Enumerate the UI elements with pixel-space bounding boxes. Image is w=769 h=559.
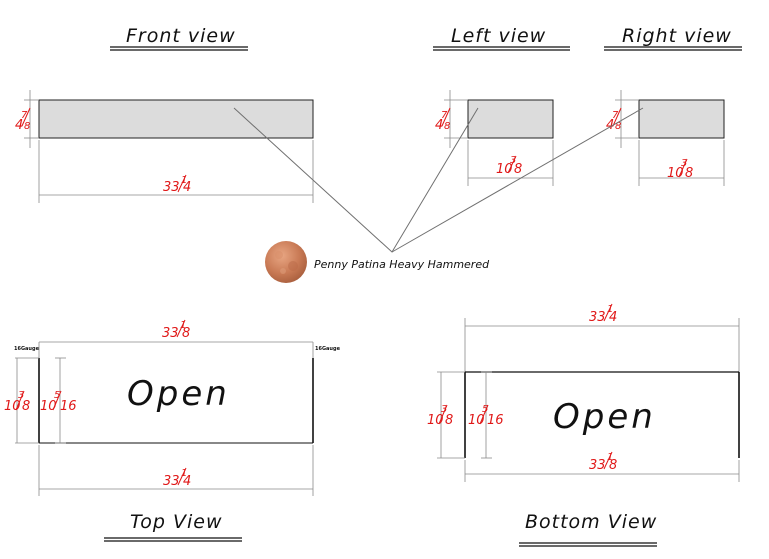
svg-text:4: 4 xyxy=(15,118,23,133)
bottom-view-title: Bottom View xyxy=(519,511,657,547)
right-width-dimension: 10 3 8 xyxy=(667,158,693,181)
left-panel xyxy=(467,99,554,139)
left-view: 7 4 8 10 3 8 xyxy=(435,90,554,186)
bottom-view: 33 1 4 10 3 8 10 5 16 Open xyxy=(427,303,740,482)
svg-text:10: 10 xyxy=(40,399,57,414)
svg-text:10: 10 xyxy=(4,399,21,414)
svg-text:10: 10 xyxy=(667,166,684,181)
svg-text:4: 4 xyxy=(609,310,617,325)
svg-text:16: 16 xyxy=(60,399,77,414)
svg-text:3: 3 xyxy=(441,404,447,415)
svg-text:1: 1 xyxy=(607,304,613,315)
front-height-dimension: 7 4 8 xyxy=(15,107,31,133)
front-panel xyxy=(38,99,314,139)
open-label-top: Open xyxy=(127,374,230,414)
right-panel xyxy=(638,99,725,139)
svg-text:7: 7 xyxy=(441,110,448,121)
top-inner-width-dimension: 33 1 8 xyxy=(162,319,190,341)
copper-swatch-icon xyxy=(265,241,307,283)
right-view: 7 4 8 10 3 8 xyxy=(606,90,725,186)
svg-text:5: 5 xyxy=(54,390,60,401)
svg-text:8: 8 xyxy=(514,162,522,177)
svg-text:8: 8 xyxy=(609,458,617,473)
left-width-dimension: 10 3 8 xyxy=(496,155,522,177)
top-outer-width-dimension: 33 1 4 xyxy=(163,467,191,489)
svg-text:8: 8 xyxy=(615,121,621,132)
front-view: 7 4 8 33 1 4 xyxy=(15,90,314,203)
svg-text:8: 8 xyxy=(685,166,693,181)
material-callout: Penny Patina Heavy Hammered xyxy=(265,241,490,283)
svg-text:8: 8 xyxy=(24,121,30,132)
svg-text:4: 4 xyxy=(183,180,191,195)
svg-text:3: 3 xyxy=(510,155,516,166)
svg-text:33: 33 xyxy=(163,474,180,489)
svg-text:33: 33 xyxy=(162,326,179,341)
svg-text:3: 3 xyxy=(681,158,687,169)
svg-text:4: 4 xyxy=(435,118,443,133)
svg-text:Top View: Top View xyxy=(130,511,223,533)
right-height-dimension: 7 4 8 xyxy=(606,107,622,133)
bottom-outer-width-dimension: 33 1 4 xyxy=(589,303,617,325)
top-view-title: Top View xyxy=(104,511,242,542)
svg-text:1: 1 xyxy=(180,320,186,331)
top-outer-depth-dimension: 10 3 8 xyxy=(4,390,30,414)
svg-text:4: 4 xyxy=(606,118,614,133)
front-view-title: Front view xyxy=(110,25,248,51)
svg-text:Bottom View: Bottom View xyxy=(525,511,657,533)
top-view: 33 1 8 16Gauge 16Gauge 10 3 8 10 5 16 Op… xyxy=(4,319,341,496)
svg-text:33: 33 xyxy=(589,458,606,473)
svg-text:8: 8 xyxy=(182,326,190,341)
svg-text:33: 33 xyxy=(163,180,180,195)
material-leaders xyxy=(233,107,644,253)
svg-text:1: 1 xyxy=(181,175,187,186)
gauge-label-right: 16Gauge xyxy=(315,346,341,352)
gauge-label-left: 16Gauge xyxy=(14,346,40,352)
right-view-title: Right view xyxy=(604,25,742,51)
svg-text:7: 7 xyxy=(21,110,28,121)
front-width-dimension: 33 1 4 xyxy=(163,174,191,195)
svg-text:1: 1 xyxy=(607,452,613,463)
bottom-inner-width-dimension: 33 1 8 xyxy=(589,451,617,473)
svg-text:10: 10 xyxy=(468,413,485,428)
svg-text:4: 4 xyxy=(183,474,191,489)
svg-text:7: 7 xyxy=(612,110,619,121)
left-height-dimension: 7 4 8 xyxy=(435,107,451,133)
svg-text:3: 3 xyxy=(18,390,24,401)
svg-text:16: 16 xyxy=(487,413,504,428)
material-name: Penny Patina Heavy Hammered xyxy=(314,258,490,271)
svg-text:5: 5 xyxy=(482,404,488,415)
svg-text:8: 8 xyxy=(22,399,30,414)
svg-text:8: 8 xyxy=(444,121,450,132)
left-view-title: Left view xyxy=(433,25,570,51)
svg-text:1: 1 xyxy=(181,468,187,479)
svg-text:Right view: Right view xyxy=(622,25,732,47)
svg-text:Front view: Front view xyxy=(126,25,236,47)
bottom-inner-depth-dimension: 10 5 16 xyxy=(468,404,504,428)
svg-text:Left view: Left view xyxy=(451,25,546,47)
open-label-bottom: Open xyxy=(553,397,656,437)
svg-text:10: 10 xyxy=(427,413,444,428)
svg-text:10: 10 xyxy=(496,162,513,177)
svg-text:8: 8 xyxy=(445,413,453,428)
svg-text:33: 33 xyxy=(589,310,606,325)
bottom-outer-depth-dimension: 10 3 8 xyxy=(427,404,453,428)
top-inner-depth-dimension: 10 5 16 xyxy=(40,390,77,414)
